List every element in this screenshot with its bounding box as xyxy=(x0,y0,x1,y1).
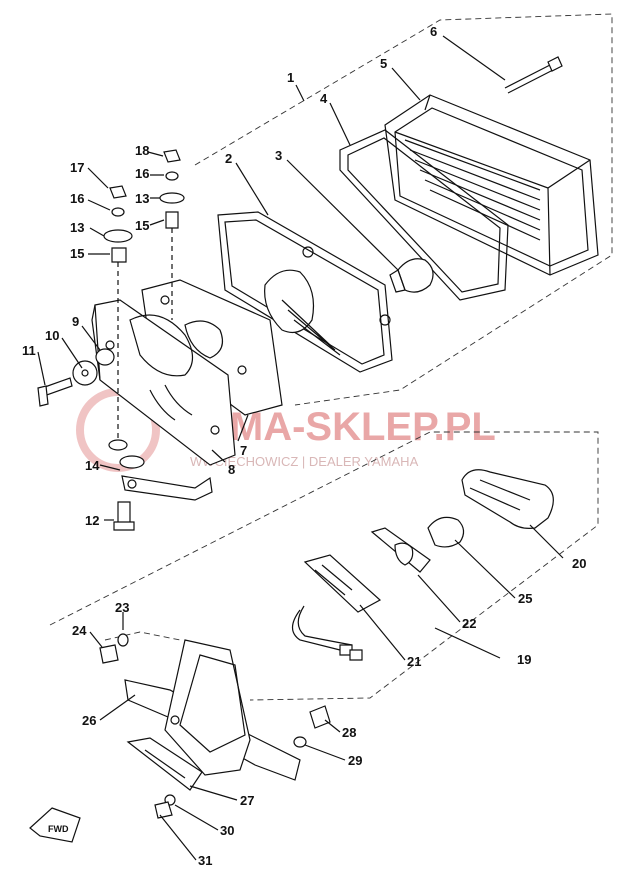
callout-27: 27 xyxy=(240,793,254,808)
leader-lines xyxy=(37,35,564,861)
callout-18: 18 xyxy=(135,143,149,158)
lens-gasket xyxy=(339,129,509,301)
fwd-arrow: FWD xyxy=(29,807,81,843)
callout-25: 25 xyxy=(518,591,532,606)
callout-7: 7 xyxy=(240,443,247,458)
callouts: 1 2 3 4 5 6 7 8 9 10 11 12 13 13 14 15 1… xyxy=(22,24,586,868)
plate-holder xyxy=(126,737,203,791)
socket xyxy=(370,527,431,573)
hardware-stack-right xyxy=(159,149,185,320)
callout-12: 12 xyxy=(85,513,99,528)
license-light-assembly-outline xyxy=(49,431,599,701)
nut-washer-upper xyxy=(99,633,129,664)
bracket-outline xyxy=(104,631,181,641)
callout-24: 24 xyxy=(72,623,87,638)
callout-29: 29 xyxy=(348,753,362,768)
callout-19: 19 xyxy=(517,652,531,667)
bolt-washer-grommet xyxy=(37,348,115,407)
callout-3: 3 xyxy=(275,148,282,163)
callout-17: 17 xyxy=(70,160,84,175)
callout-4: 4 xyxy=(320,91,328,106)
callout-28: 28 xyxy=(342,725,356,740)
callout-13: 13 xyxy=(70,220,84,235)
callout-14: 14 xyxy=(85,458,100,473)
fwd-label: FWD xyxy=(48,824,69,834)
callout-26: 26 xyxy=(82,713,96,728)
main-bracket xyxy=(124,639,301,781)
license-lamp-lens xyxy=(461,469,554,529)
callout-21: 21 xyxy=(407,654,421,669)
callout-31: 31 xyxy=(198,853,212,868)
screw xyxy=(504,56,563,94)
callout-30: 30 xyxy=(220,823,234,838)
callout-10: 10 xyxy=(45,328,59,343)
callout-16: 16 xyxy=(70,191,84,206)
license-bulb xyxy=(427,516,465,548)
callout-15b: 15 xyxy=(135,218,149,233)
watermark-subtitle: WWCIECHOWICZ | DEALER YAMAHA xyxy=(190,454,419,469)
callout-8: 8 xyxy=(228,462,235,477)
callout-11: 11 xyxy=(22,343,36,358)
nut-washer-lower xyxy=(154,794,176,819)
callout-2: 2 xyxy=(225,151,232,166)
callout-6: 6 xyxy=(430,24,437,39)
callout-1: 1 xyxy=(287,70,294,85)
callout-22: 22 xyxy=(462,616,476,631)
license-lamp-base xyxy=(291,554,382,661)
lens-housing xyxy=(384,94,599,276)
assembly-outlines xyxy=(49,13,613,701)
bulb xyxy=(389,258,434,293)
base-plate xyxy=(217,211,393,373)
hardware-stack-left xyxy=(103,185,133,440)
callout-13b: 13 xyxy=(135,191,149,206)
callout-9: 9 xyxy=(72,314,79,329)
callout-16b: 16 xyxy=(135,166,149,181)
callout-15: 15 xyxy=(70,246,84,261)
callout-5: 5 xyxy=(380,56,387,71)
callout-23: 23 xyxy=(115,600,129,615)
bolt-washer-lower xyxy=(293,705,331,748)
lower-mount-hardware xyxy=(108,439,213,531)
callout-20: 20 xyxy=(572,556,586,571)
